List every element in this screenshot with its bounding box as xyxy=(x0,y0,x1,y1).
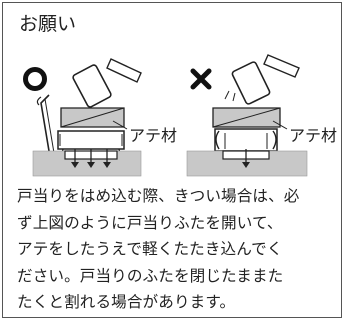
hammer-icon xyxy=(72,58,142,108)
body-line: たくと割れる場合があります。 xyxy=(17,293,236,311)
cross-ng-icon xyxy=(190,68,212,90)
body-line: ださい。戸当りのふたを閉じたままた xyxy=(17,266,284,285)
hammer-icon xyxy=(224,54,300,105)
down-arrow-icon xyxy=(242,149,250,168)
down-arrow-icon xyxy=(71,149,111,168)
body-line: 戸当りをはめ込む際、きつい場合は、必 xyxy=(17,187,300,205)
notice-card: お願い xyxy=(2,2,342,318)
pad-label-right: アテ材 xyxy=(289,126,337,145)
body-line: ず上図のように戸当りふたを開いて、 xyxy=(17,213,283,232)
pad-label-left: アテ材 xyxy=(129,126,177,145)
door-stop-figure: アテ材 アテ材 xyxy=(23,54,337,177)
circle-ok-icon xyxy=(23,67,47,91)
notice-body: 戸当りをはめ込む際、きつい場合は、必 ず上図のように戸当りふたを開いて、 アテを… xyxy=(17,183,333,316)
notice-title: お願い xyxy=(19,13,77,35)
body-line: アテをしたうえで軽くたたき込んでく xyxy=(17,240,283,258)
